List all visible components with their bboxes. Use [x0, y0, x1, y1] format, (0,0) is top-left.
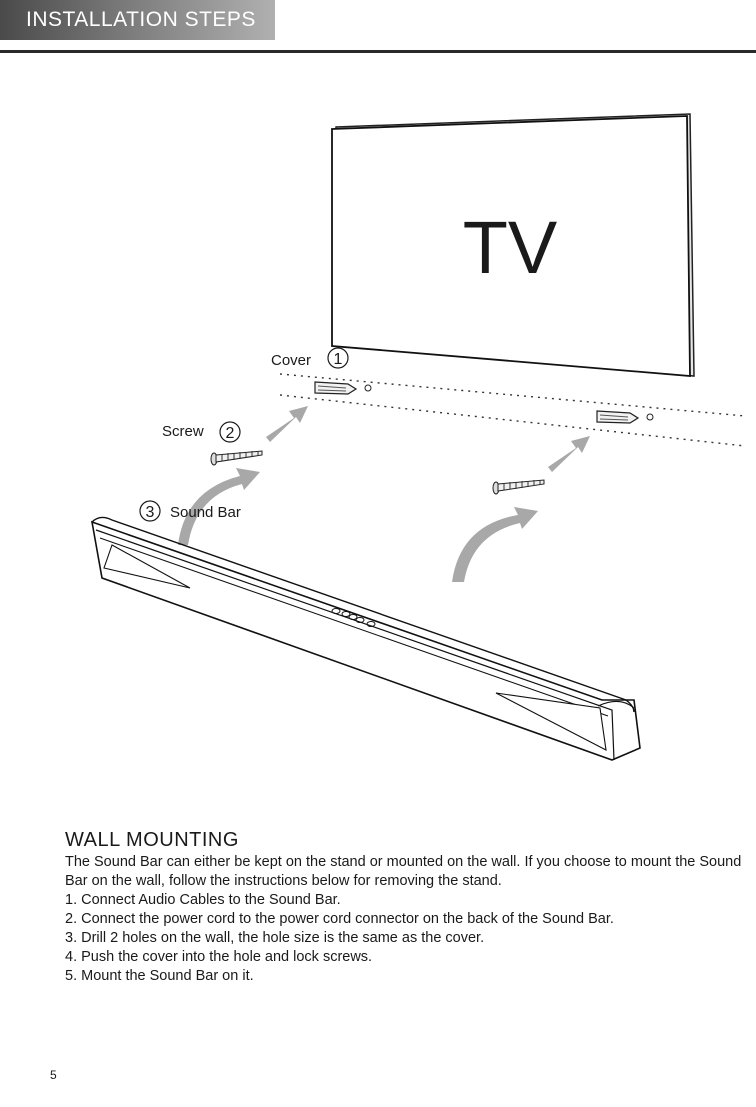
- soundbar-number-circle: [139, 500, 161, 522]
- section-title: WALL MOUNTING: [65, 829, 239, 851]
- screw-right: [492, 479, 545, 495]
- soundbar-illustration: [90, 516, 641, 761]
- step-item: 5. Mount the Sound Bar on it.: [65, 968, 254, 984]
- soundbar-button-icon: [348, 614, 358, 620]
- arrow-screw-right: [548, 436, 590, 472]
- cover-label: Cover: [271, 352, 311, 369]
- tv-label: TV: [463, 206, 558, 289]
- screw-number-circle: [219, 421, 241, 443]
- step-item: 3. Drill 2 holes on the wall, the hole s…: [65, 930, 485, 946]
- soundbar-button-icon: [355, 617, 365, 623]
- header-rule: [0, 50, 756, 53]
- cover-anchor-left: [314, 381, 372, 395]
- soundbar-button-icon: [331, 608, 341, 614]
- header-title: INSTALLATION STEPS: [26, 8, 256, 31]
- arrow-curve-right: [452, 507, 538, 582]
- step-item: 4. Push the cover into the hole and lock…: [65, 949, 373, 965]
- cover-number-circle: [327, 347, 349, 369]
- intro-paragraph: The Sound Bar can either be kept on the …: [65, 854, 742, 889]
- step-item: 2. Connect the power cord to the power c…: [65, 911, 614, 927]
- screw-label: Screw: [162, 423, 204, 440]
- step-item: 1. Connect Audio Cables to the Sound Bar…: [65, 892, 341, 908]
- soundbar-button-icon: [341, 611, 351, 617]
- screw-left: [210, 450, 263, 466]
- tv-illustration: TV: [331, 113, 695, 377]
- installation-diagram: TV: [90, 113, 746, 761]
- steps-list: 1. Connect Audio Cables to the Sound Bar…: [65, 891, 614, 986]
- cover-anchor-right: [596, 410, 654, 424]
- soundbar-number: 3: [146, 504, 155, 521]
- page-number: 5: [50, 1068, 57, 1082]
- cover-number: 1: [334, 351, 343, 368]
- alignment-lines: [279, 373, 746, 447]
- header-banner: INSTALLATION STEPS: [0, 0, 275, 40]
- arrow-curve-left: [178, 468, 260, 545]
- soundbar-label: Sound Bar: [170, 504, 241, 521]
- soundbar-button-icon: [366, 621, 376, 627]
- arrow-screw-left: [266, 406, 308, 442]
- screw-number: 2: [226, 425, 235, 442]
